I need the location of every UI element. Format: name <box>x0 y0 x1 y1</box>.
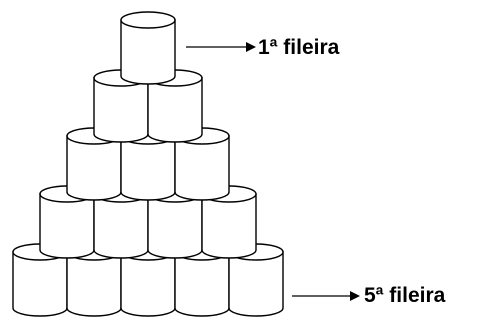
can-body <box>120 135 176 201</box>
can-body <box>93 193 149 259</box>
can-row-1-1 <box>120 11 176 85</box>
cans-group <box>12 11 284 317</box>
row-label-first: 1ª fileira <box>258 36 340 59</box>
can-body <box>66 251 122 317</box>
can-body <box>147 193 203 259</box>
row-label-fifth: 5ª fileira <box>364 284 446 307</box>
arrow-top <box>186 42 256 52</box>
can-body <box>39 193 95 259</box>
can-body <box>174 251 230 317</box>
can-body <box>120 251 176 317</box>
can-lid <box>120 11 176 29</box>
can-body <box>12 251 68 317</box>
can-body <box>120 19 176 85</box>
can-body <box>147 77 203 143</box>
can-body <box>201 193 257 259</box>
can-body <box>174 135 230 201</box>
can-body <box>66 135 122 201</box>
arrow-bottom <box>292 291 360 301</box>
can-body <box>228 251 284 317</box>
can-body <box>93 77 149 143</box>
